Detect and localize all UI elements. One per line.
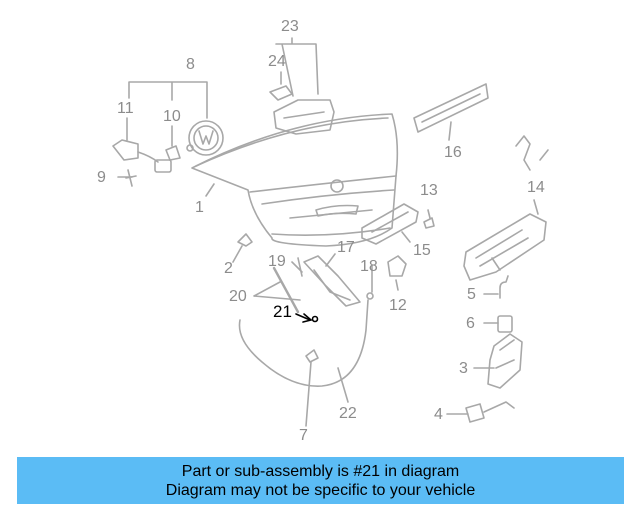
banner-line-1: Part or sub-assembly is #21 in diagram	[181, 463, 460, 480]
callout-3[interactable]: 3	[459, 360, 468, 377]
leader-15	[401, 231, 411, 243]
callout-4[interactable]: 4	[434, 406, 443, 423]
callout-13[interactable]: 13	[420, 182, 438, 199]
banner-line-2: Diagram may not be specific to your vehi…	[165, 482, 476, 499]
leader-1	[205, 183, 215, 197]
callout-6[interactable]: 6	[466, 315, 475, 332]
callout-11[interactable]: 11	[117, 100, 134, 117]
callout-10[interactable]: 10	[163, 108, 181, 125]
callout-15[interactable]: 15	[413, 242, 431, 259]
leader-7	[305, 361, 312, 427]
callout-22[interactable]: 22	[339, 405, 357, 422]
parts-diagram	[112, 37, 549, 427]
leader-8	[128, 81, 208, 119]
callout-2[interactable]: 2	[224, 260, 233, 277]
leader-23	[275, 37, 319, 97]
callout-7[interactable]: 7	[299, 427, 308, 444]
callout-21[interactable]: 21	[273, 302, 292, 321]
callout-12[interactable]: 12	[389, 297, 407, 314]
trunk-lid	[191, 113, 399, 247]
callout-14[interactable]: 14	[527, 179, 545, 196]
callout-24[interactable]: 24	[268, 53, 286, 70]
leader-13	[427, 209, 431, 219]
callout-17[interactable]: 17	[337, 239, 355, 256]
callout-16[interactable]: 16	[444, 144, 462, 161]
highlighted-part-21	[295, 313, 319, 323]
callout-1[interactable]: 1	[195, 199, 204, 216]
callout-5[interactable]: 5	[467, 286, 476, 303]
leader-12	[395, 279, 399, 291]
callout-20[interactable]: 20	[229, 288, 247, 305]
leader-22	[337, 367, 349, 403]
callout-8[interactable]: 8	[186, 56, 195, 73]
callout-18[interactable]: 18	[360, 258, 378, 275]
leader-16	[448, 121, 452, 141]
leader-17	[325, 253, 336, 267]
callout-9[interactable]: 9	[97, 169, 106, 186]
leader-20	[253, 281, 301, 301]
info-banner: Part or sub-assembly is #21 in diagram D…	[17, 457, 624, 504]
leader-14	[533, 199, 539, 215]
callout-19[interactable]: 19	[268, 253, 286, 270]
leader-2	[232, 245, 243, 263]
callout-23[interactable]: 23	[281, 18, 299, 35]
